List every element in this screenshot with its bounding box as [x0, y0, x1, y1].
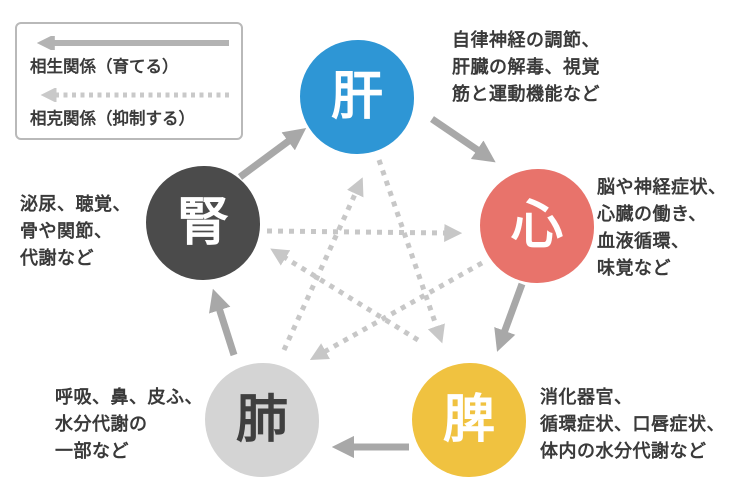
organ-description-kidney: 泌尿、聴覚、 骨や関節、 代謝など [20, 191, 131, 272]
desc-line: 血液循環、 [597, 231, 690, 251]
arrow-heart-to-lung [309, 260, 484, 360]
organ-char-liver: 肝 [330, 68, 383, 126]
controlling-arrows-group [266, 159, 484, 360]
organ-circle-liver: 肝 [300, 40, 414, 154]
desc-line: 一部など [55, 441, 129, 461]
desc-line: 味覚など [597, 258, 671, 278]
organ-circle-lung: 肺 [205, 363, 319, 477]
desc-line: 自律神経の調節、 [452, 30, 600, 50]
arrow-liver-to-spleen [376, 159, 445, 344]
desc-line: 消化器官、 [540, 387, 633, 407]
organ-char-kidney: 腎 [176, 194, 229, 252]
organ-circle-kidney: 腎 [146, 166, 260, 280]
organ-char-spleen: 脾 [442, 391, 495, 449]
organ-description-heart: 脳や神経症状、 心臓の働き、 血液循環、 味覚など [597, 174, 727, 282]
arrow-spleen-to-kidney [270, 248, 420, 343]
organ-char-lung: 肺 [235, 391, 288, 449]
desc-line: 筋と運動機能など [452, 84, 600, 104]
arrow-liver-to-heart [430, 116, 496, 163]
generating-relation-label: 相生関係（育てる） [30, 58, 179, 76]
organ-char-heart: 心 [510, 197, 563, 255]
desc-line: 水分代謝の [55, 414, 148, 434]
arrow-lung-to-kidney [209, 288, 238, 357]
organ-circle-spleen: 脾 [412, 363, 526, 477]
controlling-relation-label: 相克関係（抑制する） [30, 110, 195, 128]
desc-line: 心臓の働き、 [597, 204, 707, 224]
organ-description-lung: 呼吸、鼻、皮ふ、 水分代謝の 一部など [55, 384, 203, 465]
desc-line: 代謝など [20, 248, 94, 268]
desc-line: 循環症状、口唇症状、 [540, 414, 725, 434]
desc-line: 骨や関節、 [20, 221, 113, 241]
generating-arrows-group [209, 116, 526, 459]
desc-line: 泌尿、聴覚、 [20, 194, 131, 214]
legend-box: 相生関係（育てる） 相克関係（抑制する） [15, 22, 243, 140]
organ-description-liver: 自律神経の調節、 肝臓の解毒、視覚 筋と運動機能など [452, 27, 600, 108]
organ-description-spleen: 消化器官、 循環症状、口唇症状、 体内の水分代謝など [540, 384, 725, 465]
desc-line: 脳や神経症状、 [597, 177, 727, 197]
dotted-arrow-icon [40, 88, 229, 102]
desc-line: 呼吸、鼻、皮ふ、 [55, 387, 203, 407]
arrow-lung-to-liver [281, 177, 364, 352]
organ-circle-heart: 心 [480, 169, 594, 283]
desc-line: 体内の水分代謝など [540, 441, 707, 461]
desc-line: 肝臓の解毒、視覚 [452, 57, 600, 77]
solid-arrow-icon [36, 36, 229, 50]
arrow-heart-to-spleen [494, 282, 526, 352]
arrow-kidney-to-liver [237, 128, 307, 180]
arrow-kidney-to-heart [266, 223, 463, 242]
